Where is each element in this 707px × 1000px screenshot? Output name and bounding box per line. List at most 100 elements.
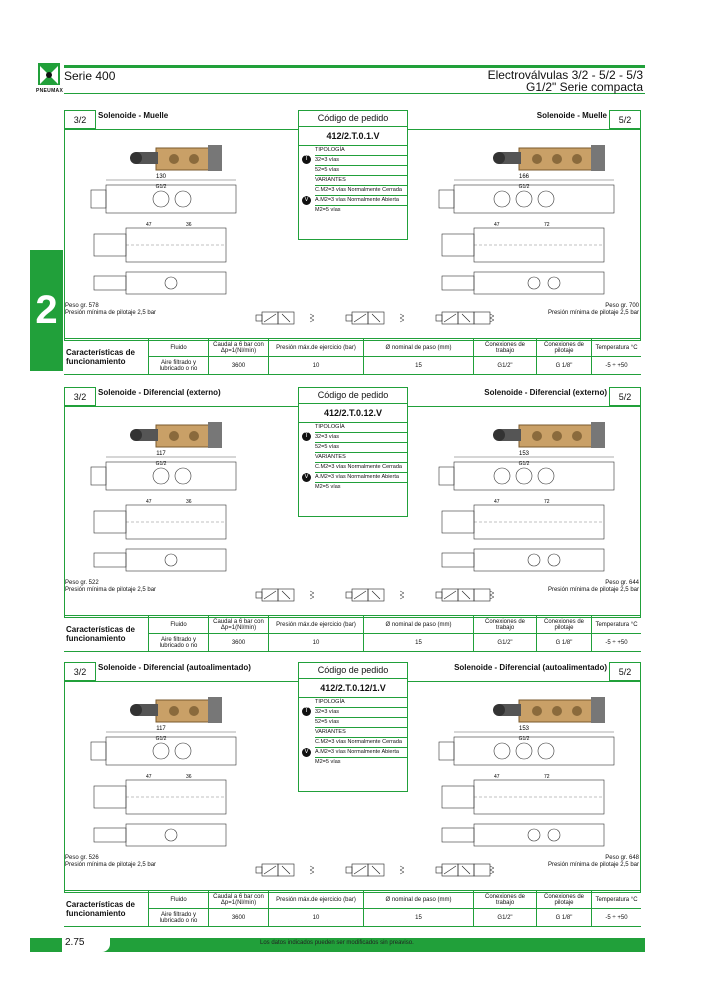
cell-fluido: Aire filtrado y lubricado o no <box>148 356 209 375</box>
svg-text:G1/2: G1/2 <box>156 461 167 467</box>
tag-5-2: 5/2 <box>609 387 641 406</box>
product-section: 3/2 5/2 Solenoide - Diferencial (externo… <box>64 387 641 652</box>
col-fluido: Fluido <box>148 338 209 357</box>
cell-fluido: Aire filtrado y lubricado o no <box>148 633 209 652</box>
characteristics-table: Características de funcionamiento Fluido… <box>64 615 641 652</box>
tipologia-32: 32=3 vías <box>315 156 407 166</box>
col-conex-pilotaje: Conexiones de pilotaje <box>536 890 592 909</box>
col-caudal: Caudal a 6 bar con Δp=1(Nl/min) <box>208 338 269 357</box>
cell-caudal: 3600 <box>208 633 269 652</box>
weight-left-value: Peso gr. 578 <box>65 303 99 309</box>
svg-text:47: 47 <box>146 222 152 228</box>
pneumatic-symbol-icon <box>435 311 495 325</box>
pilot-pressure-left: Presión mínima de pilotaje 2,5 bar <box>65 862 157 868</box>
svg-text:36: 36 <box>186 499 192 505</box>
header-rule-thin <box>64 93 645 94</box>
cell-presion: 10 <box>268 633 364 652</box>
tipologia-options: T TIPOLOGÍA 32=3 vías 52=5 vías <box>299 423 407 453</box>
cell-presion: 10 <box>268 908 364 927</box>
pneumatic-symbol-icon <box>255 588 315 602</box>
pilot-pressure-left: Presión mínima de pilotaje 2,5 bar <box>65 310 157 316</box>
cell-conex-pilotaje: G 1/8" <box>536 633 592 652</box>
badge-v-icon: V <box>302 196 311 205</box>
tipologia-32: 32=3 vías <box>315 708 407 718</box>
valve-drawing-left: 130 G1/2 47 36 <box>86 140 266 300</box>
tag-3-2: 3/2 <box>64 387 96 406</box>
variante-cm2: C.M2=3 vías Normalmente Cerrada <box>315 738 407 748</box>
badge-t-icon: T <box>302 432 311 441</box>
cell-nominal: 15 <box>363 633 474 652</box>
logo-text: PNEUMAX <box>36 88 64 94</box>
variantes-options: V VARIANTES C.M2=3 vías Normalmente Cerr… <box>299 453 407 492</box>
tag-3-2: 3/2 <box>64 662 96 681</box>
valve-drawing-right: 153 G1/2 47 72 <box>434 417 644 577</box>
pneumatic-symbol-icon <box>435 863 495 877</box>
order-code-label: Código de pedido <box>299 663 407 679</box>
cell-caudal: 3600 <box>208 356 269 375</box>
valve-drawing-right: 153 G1/2 47 72 <box>434 692 644 852</box>
weight-left: Peso gr. 522 Presión mínima de pilotaje … <box>65 580 156 594</box>
svg-text:G1/2: G1/2 <box>156 736 167 742</box>
variantes-label: VARIANTES <box>315 176 407 186</box>
variantes-options: V VARIANTES C.M2=3 vías Normalmente Cerr… <box>299 728 407 767</box>
tipologia-52: 52=5 vías <box>315 443 407 453</box>
tipologia-label: TIPOLOGÍA <box>315 423 407 433</box>
svg-text:G1/2: G1/2 <box>519 736 530 742</box>
col-caudal: Caudal a 6 bar con Δp=1(Nl/min) <box>208 890 269 909</box>
section-title-left: Solenoide - Muelle <box>98 111 169 120</box>
cell-conex-pilotaje: G 1/8" <box>536 356 592 375</box>
section-title-right: Solenoide - Muelle <box>536 111 607 120</box>
cell-temp: -5 ÷ +50 <box>591 908 641 927</box>
cell-conex-trabajo: G1/2" <box>473 633 537 652</box>
variantes-options: V VARIANTES C.M2=3 vías Normalmente Cerr… <box>299 176 407 215</box>
series-title: Serie 400 <box>64 69 116 83</box>
col-temp: Temperatura °C <box>591 890 641 909</box>
col-conex-trabajo: Conexiones de trabajo <box>473 890 537 909</box>
svg-text:47: 47 <box>494 499 500 505</box>
tipologia-32: 32=3 vías <box>315 433 407 443</box>
variante-am2: A.M2=3 vías Normalmente Abierta <box>315 473 407 483</box>
valve-technical-drawing: 153 G1/2 47 72 <box>438 422 615 572</box>
dimension-length: 153 <box>519 726 530 732</box>
order-code-label: Código de pedido <box>299 388 407 404</box>
pilot-pressure-right: Presión mínima de pilotaje 2,5 bar <box>547 862 639 868</box>
cell-presion: 10 <box>268 356 364 375</box>
weight-right: Peso gr. 644 Presión mínima de pilotaje … <box>548 580 639 594</box>
svg-text:72: 72 <box>544 499 550 505</box>
badge-v-icon: V <box>302 473 311 482</box>
dimension-length: 130 <box>156 174 167 180</box>
order-code: 412/2.T.0.12.V <box>299 404 407 423</box>
order-code-label: Código de pedido <box>299 111 407 127</box>
table-title: Características de funcionamiento <box>64 615 149 652</box>
weight-left: Peso gr. 578 Presión mínima de pilotaje … <box>65 303 156 317</box>
col-presion: Presión máx.de ejercicio (bar) <box>268 338 364 357</box>
pneumatic-symbol-icon <box>345 311 405 325</box>
badge-t-icon: T <box>302 707 311 716</box>
col-presion: Presión máx.de ejercicio (bar) <box>268 615 364 634</box>
pneumatic-symbol-icon <box>255 863 315 877</box>
product-section: 3/2 5/2 Solenoide - Diferencial (autoali… <box>64 662 641 927</box>
badge-t-icon: T <box>302 155 311 164</box>
tipologia-label: TIPOLOGÍA <box>315 698 407 708</box>
order-code-box: Código de pedido 412/2.T.0.1.V T TIPOLOG… <box>298 110 408 240</box>
cell-conex-trabajo: G1/2" <box>473 908 537 927</box>
col-conex-trabajo: Conexiones de trabajo <box>473 615 537 634</box>
valve-technical-drawing: 117 G1/2 47 36 <box>90 697 237 847</box>
footer-note: Los datos indicados pueden ser modificad… <box>260 940 414 946</box>
cell-conex-trabajo: G1/2" <box>473 356 537 375</box>
order-code-box: Código de pedido 412/2.T.0.12/1.V T TIPO… <box>298 662 408 792</box>
col-conex-pilotaje: Conexiones de pilotaje <box>536 615 592 634</box>
valve-drawing-left: 117 G1/2 47 36 <box>86 692 266 852</box>
variante-m2: M2=5 vías <box>315 759 341 765</box>
svg-text:72: 72 <box>544 774 550 780</box>
variantes-label: VARIANTES <box>315 453 407 463</box>
variantes-label: VARIANTES <box>315 728 407 738</box>
svg-text:47: 47 <box>494 774 500 780</box>
pneumax-logo <box>38 63 60 85</box>
svg-text:47: 47 <box>494 222 500 228</box>
characteristics-table: Características de funcionamiento Fluido… <box>64 338 641 375</box>
variante-cm2: C.M2=3 vías Normalmente Cerrada <box>315 186 407 196</box>
tag-5-2: 5/2 <box>609 110 641 129</box>
weight-right: Peso gr. 700 Presión mínima de pilotaje … <box>548 303 639 317</box>
col-nominal: Ø nominal de paso (mm) <box>363 890 474 909</box>
